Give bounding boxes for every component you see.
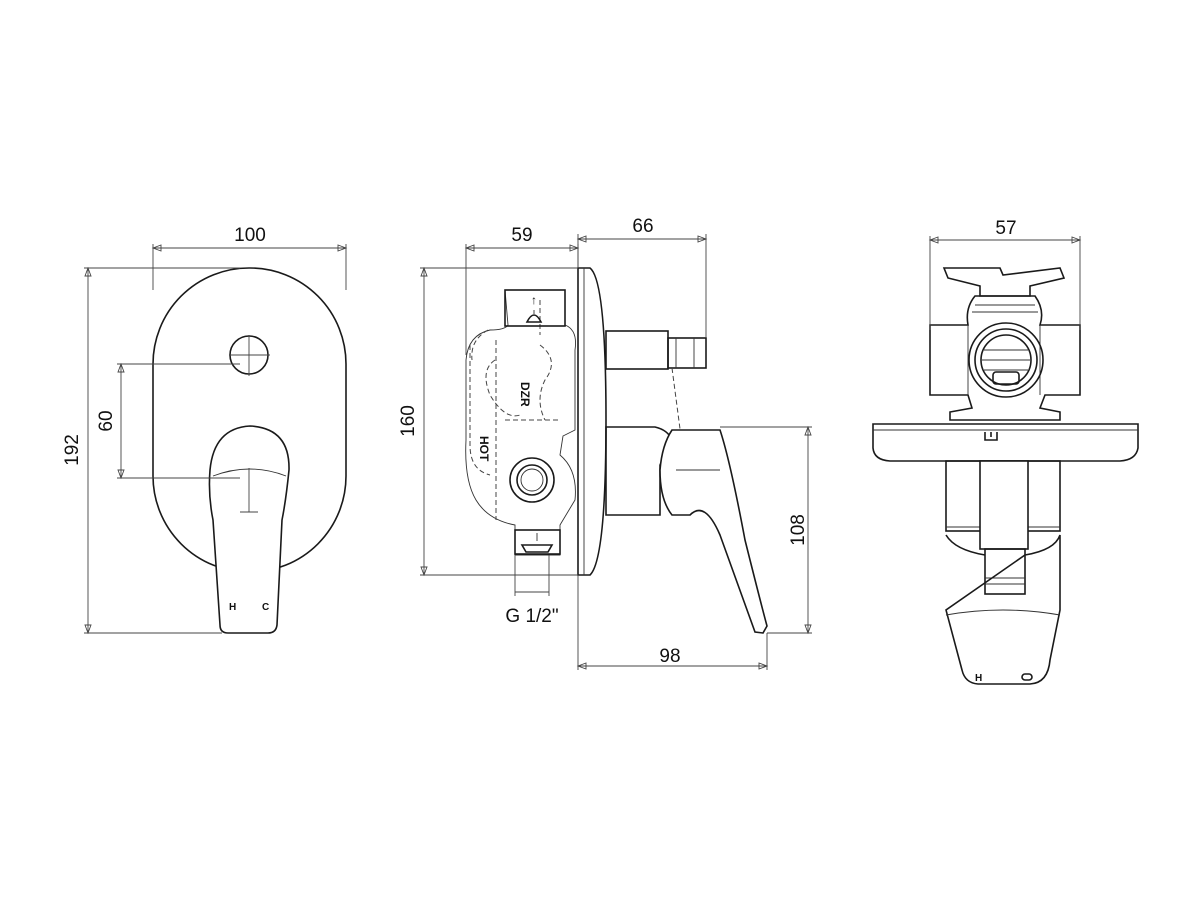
front-cold-mark: C <box>262 602 269 613</box>
side-body-height-label: 160 <box>398 405 419 437</box>
top-hot-mark: H <box>975 673 982 684</box>
front-spacing-label: 60 <box>96 410 117 431</box>
side-spindle-length-label: 66 <box>632 216 653 237</box>
front-view: H C 100 192 60 <box>62 225 348 635</box>
side-handle-projection-label: 98 <box>659 646 680 667</box>
side-diverter-cap <box>667 337 707 369</box>
front-width-label: 100 <box>234 225 266 246</box>
top-diverter-spindle <box>979 460 1029 550</box>
top-width-label: 57 <box>995 218 1016 239</box>
side-shower-outlet <box>504 289 566 327</box>
top-valve-body <box>929 295 1081 421</box>
side-body-depth-label: 59 <box>511 225 532 246</box>
side-inlet-port <box>509 457 555 503</box>
top-view: H 57 <box>872 218 1139 685</box>
side-body-mark-dzr: DZR <box>518 382 532 407</box>
side-body-mark-hot: HOT <box>477 436 491 462</box>
side-handle-drop-label: 108 <box>788 514 809 546</box>
side-shower-arrow: ↑ <box>531 293 537 307</box>
top-cover-plate <box>872 423 1139 462</box>
front-lever-handle <box>208 425 290 634</box>
front-handle-inner-line <box>212 468 287 477</box>
side-thread-label: G 1/2" <box>505 606 558 627</box>
side-view: ↑ DZR HOT 59 <box>398 216 812 670</box>
side-bath-outlet <box>514 529 561 555</box>
top-inlet-port <box>968 322 1044 398</box>
front-hot-mark: H <box>229 602 236 613</box>
side-lever-handle <box>659 429 768 634</box>
side-diverter-spindle <box>605 330 669 370</box>
top-wing-nut <box>942 267 1066 297</box>
top-lever-handle <box>945 534 1061 685</box>
side-valve-body <box>465 289 576 556</box>
side-cover-plate <box>577 267 607 576</box>
top-diverter-cap <box>984 548 1026 595</box>
front-height-label: 192 <box>62 434 83 466</box>
